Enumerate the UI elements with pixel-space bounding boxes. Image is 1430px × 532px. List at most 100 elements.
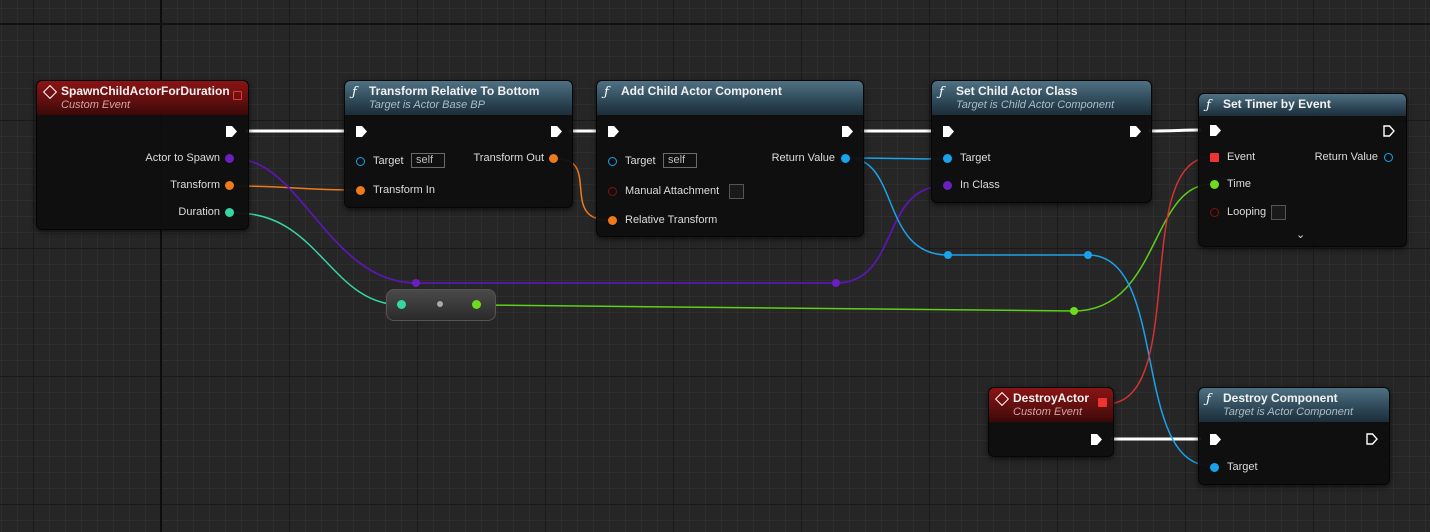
function-icon: ƒ [1206, 98, 1211, 113]
node-title: SpawnChildActorForDuration [61, 84, 230, 98]
node-header[interactable]: ƒ Set Child Actor Class Target is Child … [932, 81, 1151, 115]
pin-label-target: Target [960, 152, 991, 164]
node-header[interactable]: ƒ Transform Relative To Bottom Target is… [345, 81, 572, 115]
node-header[interactable]: SpawnChildActorForDuration Custom Event [37, 81, 248, 115]
node-subtitle: Custom Event [1013, 406, 1083, 418]
exec-in-pin[interactable] [1210, 434, 1221, 445]
event-diamond-icon [42, 84, 58, 100]
output-pin[interactable] [472, 300, 481, 309]
pin-label-return-value: Return Value [771, 152, 835, 164]
function-icon: ƒ [939, 85, 944, 100]
target-self-field[interactable]: self [663, 153, 697, 168]
event-delegate-pin[interactable] [1210, 153, 1219, 162]
exec-in-pin[interactable] [608, 126, 619, 137]
node-header[interactable]: ƒ Set Timer by Event [1199, 94, 1406, 116]
pin-label-transform-out: Transform Out [473, 152, 545, 164]
reroute-node[interactable] [1070, 307, 1078, 315]
input-pin[interactable] [397, 300, 406, 309]
looping-checkbox[interactable] [1271, 205, 1286, 220]
pin-label-manual-attachment: Manual Attachment [625, 185, 720, 197]
node-title: DestroyActor [1013, 391, 1090, 405]
node-title: Add Child Actor Component [621, 84, 782, 98]
manual-attachment-checkbox[interactable] [729, 184, 744, 199]
node-subtitle: Custom Event [61, 99, 131, 111]
delegate-pin-icon[interactable] [233, 91, 242, 100]
node-title: Set Timer by Event [1223, 97, 1331, 111]
pin-label-relative-transform: Relative Transform [625, 214, 718, 226]
pin-label-looping: Looping [1227, 206, 1267, 218]
reroute-node[interactable] [832, 279, 840, 287]
node-title: Set Child Actor Class [956, 84, 1078, 98]
event-diamond-icon [994, 391, 1010, 407]
graph-axis-vertical [160, 0, 162, 532]
node-title: Destroy Component [1223, 391, 1338, 405]
exec-in-pin[interactable] [1210, 125, 1221, 136]
node-header[interactable]: ƒ Destroy Component Target is Actor Comp… [1199, 388, 1389, 422]
transform-relative-node[interactable]: ƒ Transform Relative To Bottom Target is… [344, 80, 573, 208]
destroy-component-node[interactable]: ƒ Destroy Component Target is Actor Comp… [1198, 387, 1390, 485]
exec-out-pin[interactable] [842, 126, 853, 137]
node-header[interactable]: DestroyActor Custom Event [989, 388, 1113, 422]
transform-pin[interactable] [225, 181, 234, 190]
duration-pin[interactable] [225, 208, 234, 217]
reroute-node[interactable] [944, 251, 952, 259]
pin-label-target: Target [373, 155, 404, 167]
delegate-pin-icon[interactable] [1098, 398, 1107, 407]
exec-in-pin[interactable] [943, 126, 954, 137]
reroute-node[interactable] [1084, 251, 1092, 259]
transform-wire [235, 185, 357, 191]
time-pin[interactable] [1210, 180, 1219, 189]
graph-axis-horizontal [0, 23, 1430, 25]
actor-to-spawn-pin[interactable] [225, 154, 234, 163]
function-icon: ƒ [352, 85, 357, 100]
target-self-field[interactable]: self [411, 153, 445, 168]
target-pin[interactable] [943, 154, 952, 163]
return-value-wire [847, 157, 1213, 467]
pin-label-transform-in: Transform In [373, 184, 435, 196]
spawn-child-actor-event-node[interactable]: SpawnChildActorForDuration Custom Event … [36, 80, 249, 230]
function-icon: ƒ [1206, 392, 1211, 407]
target-pin[interactable] [608, 157, 617, 166]
node-subtitle: Target is Actor Component [1223, 406, 1354, 418]
pin-label-time: Time [1227, 178, 1252, 190]
set-child-actor-class-node[interactable]: ƒ Set Child Actor Class Target is Child … [931, 80, 1152, 203]
pin-label-transform: Transform [170, 179, 220, 191]
exec-in-pin[interactable] [356, 126, 367, 137]
pin-label-duration: Duration [178, 206, 220, 218]
return-value-pin[interactable] [1384, 153, 1393, 162]
return-value-pin[interactable] [841, 154, 850, 163]
node-subtitle: Target is Child Actor Component [956, 99, 1115, 111]
pin-label-target: Target [1227, 461, 1258, 473]
duration-wire [235, 212, 403, 306]
set-timer-by-event-node[interactable]: ƒ Set Timer by Event Event Return Value … [1198, 93, 1407, 247]
node-header[interactable]: ƒ Add Child Actor Component [597, 81, 863, 115]
transform-out-pin[interactable] [549, 154, 558, 163]
chevron-down-icon[interactable]: ⌄ [1296, 229, 1306, 241]
pin-label-in-class: In Class [960, 179, 1000, 191]
looping-pin[interactable] [1210, 208, 1219, 217]
transform-in-pin[interactable] [356, 186, 365, 195]
exec-out-pin[interactable] [551, 126, 562, 137]
exec-out-pin[interactable] [1091, 434, 1102, 445]
conversion-node[interactable] [386, 289, 496, 321]
in-class-pin[interactable] [943, 181, 952, 190]
event-delegate-wire [1105, 156, 1213, 405]
target-pin[interactable] [1210, 463, 1219, 472]
exec-wire [1148, 128, 1202, 133]
exec-out-pin[interactable] [226, 126, 237, 137]
exec-out-pin[interactable] [1130, 126, 1141, 137]
add-child-actor-component-node[interactable]: ƒ Add Child Actor Component Target self … [596, 80, 864, 237]
pin-label-target: Target [625, 155, 656, 167]
pin-label-event: Event [1227, 151, 1256, 163]
manual-attachment-pin[interactable] [608, 187, 617, 196]
target-pin[interactable] [356, 157, 365, 166]
reroute-node[interactable] [412, 279, 420, 287]
destroy-actor-event-node[interactable]: DestroyActor Custom Event [988, 387, 1114, 457]
function-icon: ƒ [604, 85, 609, 100]
exec-out-pin[interactable] [1366, 433, 1378, 445]
node-title: Transform Relative To Bottom [369, 84, 540, 98]
exec-out-pin[interactable] [1383, 125, 1395, 137]
relative-transform-pin[interactable] [608, 216, 617, 225]
pin-label-return-value: Return Value [1314, 151, 1378, 163]
node-subtitle: Target is Actor Base BP [369, 99, 485, 111]
